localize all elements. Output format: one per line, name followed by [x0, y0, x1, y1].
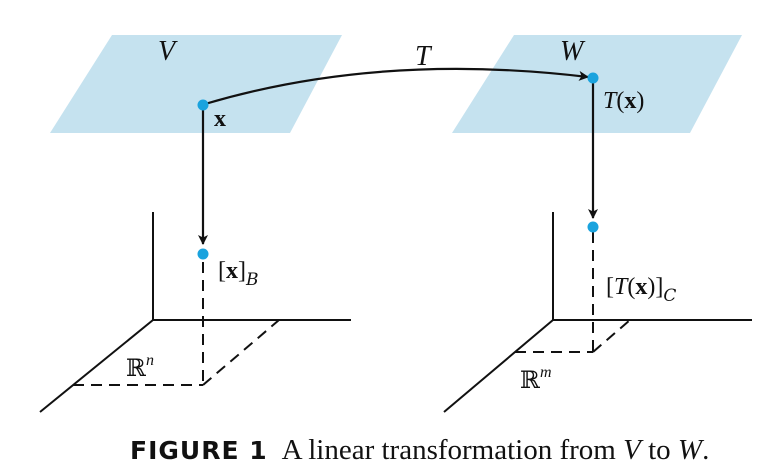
label-t: T [415, 41, 433, 72]
label-coord-tx: [T(x)]C [606, 274, 676, 306]
label-v: V [158, 36, 178, 67]
point-x [197, 99, 209, 111]
label-rm: ℝm [520, 364, 552, 394]
label-rn: ℝn [126, 352, 154, 382]
rm-depth-axis [443, 319, 554, 413]
point-coord-tx [587, 221, 599, 233]
point-coord-x [197, 248, 209, 260]
figure-caption: FIGURE 1 A linear transformation from V t… [130, 430, 709, 470]
caption-text: A linear transformation from V to W. [281, 434, 710, 466]
label-x: x [214, 106, 226, 132]
label-w: W [560, 36, 586, 67]
point-tx [587, 72, 599, 84]
plane-w [452, 35, 742, 133]
rn-depth-axis [39, 319, 154, 413]
caption-tag: FIGURE 1 [130, 436, 268, 465]
rn-projection-dashes [73, 262, 280, 386]
coordinate-space-rn [39, 212, 351, 413]
label-tx: T(x) [603, 88, 644, 114]
linear-transformation-diagram: V W T x T(x) ℝn [x]B [39, 35, 752, 413]
transformation-arrow [204, 67, 589, 106]
rm-projection-dashes [515, 232, 631, 353]
coordinate-space-rm [443, 212, 752, 413]
label-coord-x: [x]B [218, 258, 259, 290]
plane-v [50, 35, 342, 133]
